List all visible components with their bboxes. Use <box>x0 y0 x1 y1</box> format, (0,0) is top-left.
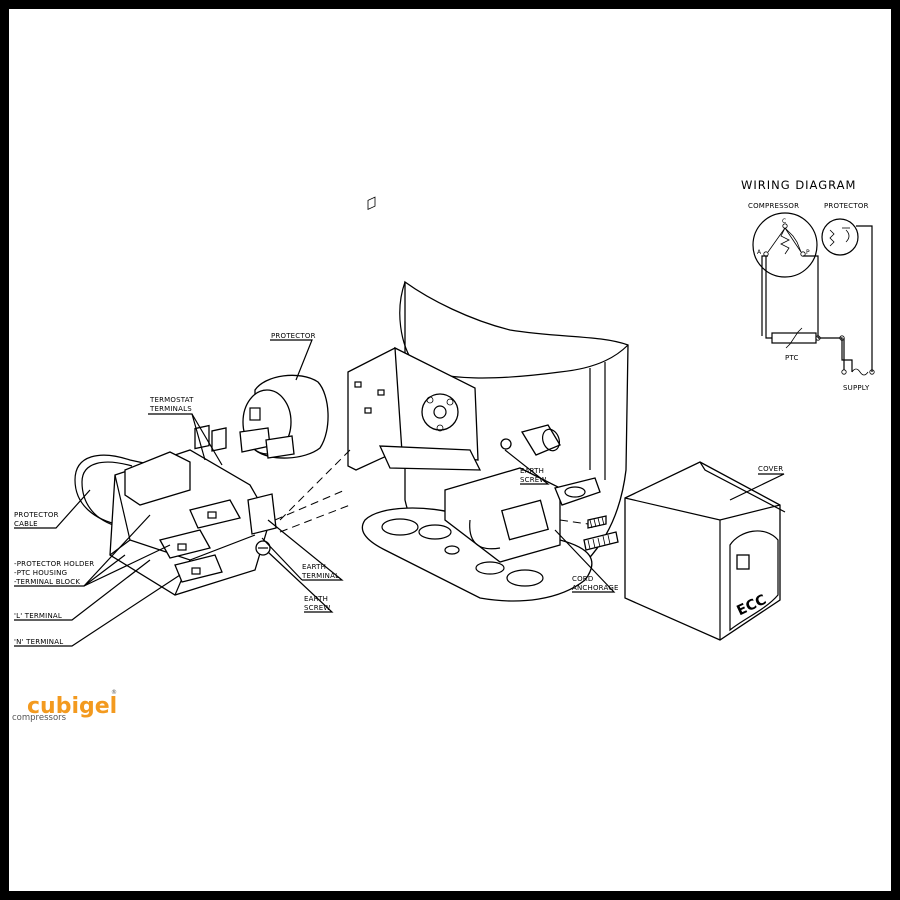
earth-screw-right-label-1: EARTH <box>520 467 544 475</box>
protector-part <box>239 374 351 521</box>
winding-c <box>780 227 790 255</box>
wiring-diagram-title: WIRING DIAGRAM <box>741 178 856 192</box>
callout-lines <box>14 339 785 647</box>
terminal-block-label: -TERMINAL BLOCK <box>14 578 80 586</box>
n-terminal-label: 'N' TERMINAL <box>14 638 63 646</box>
terminal-c-label: C <box>782 218 786 225</box>
cover-label: COVER <box>758 465 783 473</box>
protector-wd-label: PROTECTOR <box>824 202 869 210</box>
diagram-canvas: WIRING DIAGRAM COMPRESSOR PROTECTOR C A … <box>9 9 891 891</box>
supply-label: SUPPLY <box>843 384 870 392</box>
protector-cable-label-2: CABLE <box>14 520 38 528</box>
part-labels: PROTECTOR TERMOSTAT TERMINALS PROTECTOR … <box>14 332 783 646</box>
termostat-terminals-label-1: TERMOSTAT <box>149 396 194 404</box>
wire-supply <box>818 337 853 372</box>
wiring-diagram: WIRING DIAGRAM COMPRESSOR PROTECTOR C A … <box>741 178 875 392</box>
l-terminal-label: 'L' TERMINAL <box>14 612 62 620</box>
earth-screw-right-label-2: SCREW <box>520 476 547 484</box>
compressor-symbol <box>752 212 818 278</box>
cover-part: ECC <box>624 461 786 641</box>
terminal-block-part <box>74 424 351 596</box>
earth-screw-left-label-1: EARTH <box>304 595 328 603</box>
terminal-p-label: P <box>806 249 810 256</box>
protector-label: PROTECTOR <box>271 332 316 340</box>
exploded-view-svg: WIRING DIAGRAM COMPRESSOR PROTECTOR C A … <box>12 178 875 723</box>
wire-protector <box>856 225 873 372</box>
wire-a <box>765 256 772 339</box>
protector-holder-label: -PROTECTOR HOLDER <box>14 560 94 568</box>
logo-wordmark: cubigel <box>27 694 117 719</box>
logo-registered-mark: ® <box>111 689 117 696</box>
terminal-a-label: A <box>757 249 762 256</box>
earth-terminal-label-2: TERMINAL <box>301 572 339 580</box>
cord-anchorage-label-1: CORD <box>572 575 593 583</box>
earth-screw-left-label-2: SCREW <box>304 604 331 612</box>
mounting-bracket <box>347 196 482 471</box>
cord-anchorage-label-2: ANCHORAGE <box>572 584 619 592</box>
earth-terminal-label-1: EARTH <box>302 563 326 571</box>
wire-p <box>803 255 819 338</box>
protector-symbol <box>821 218 859 256</box>
ptc-label: PTC <box>785 354 799 362</box>
cord-anchorage-part <box>444 467 619 563</box>
compressor-label: COMPRESSOR <box>748 202 799 210</box>
termostat-terminals-label-2: TERMINALS <box>149 405 192 413</box>
logo-subtitle: compressors <box>12 713 67 723</box>
cubigel-logo: cubigel ® compressors <box>12 689 117 723</box>
protector-cable-label-1: PROTECTOR <box>14 511 59 519</box>
ptc-housing-label: -PTC HOUSING <box>14 569 67 577</box>
